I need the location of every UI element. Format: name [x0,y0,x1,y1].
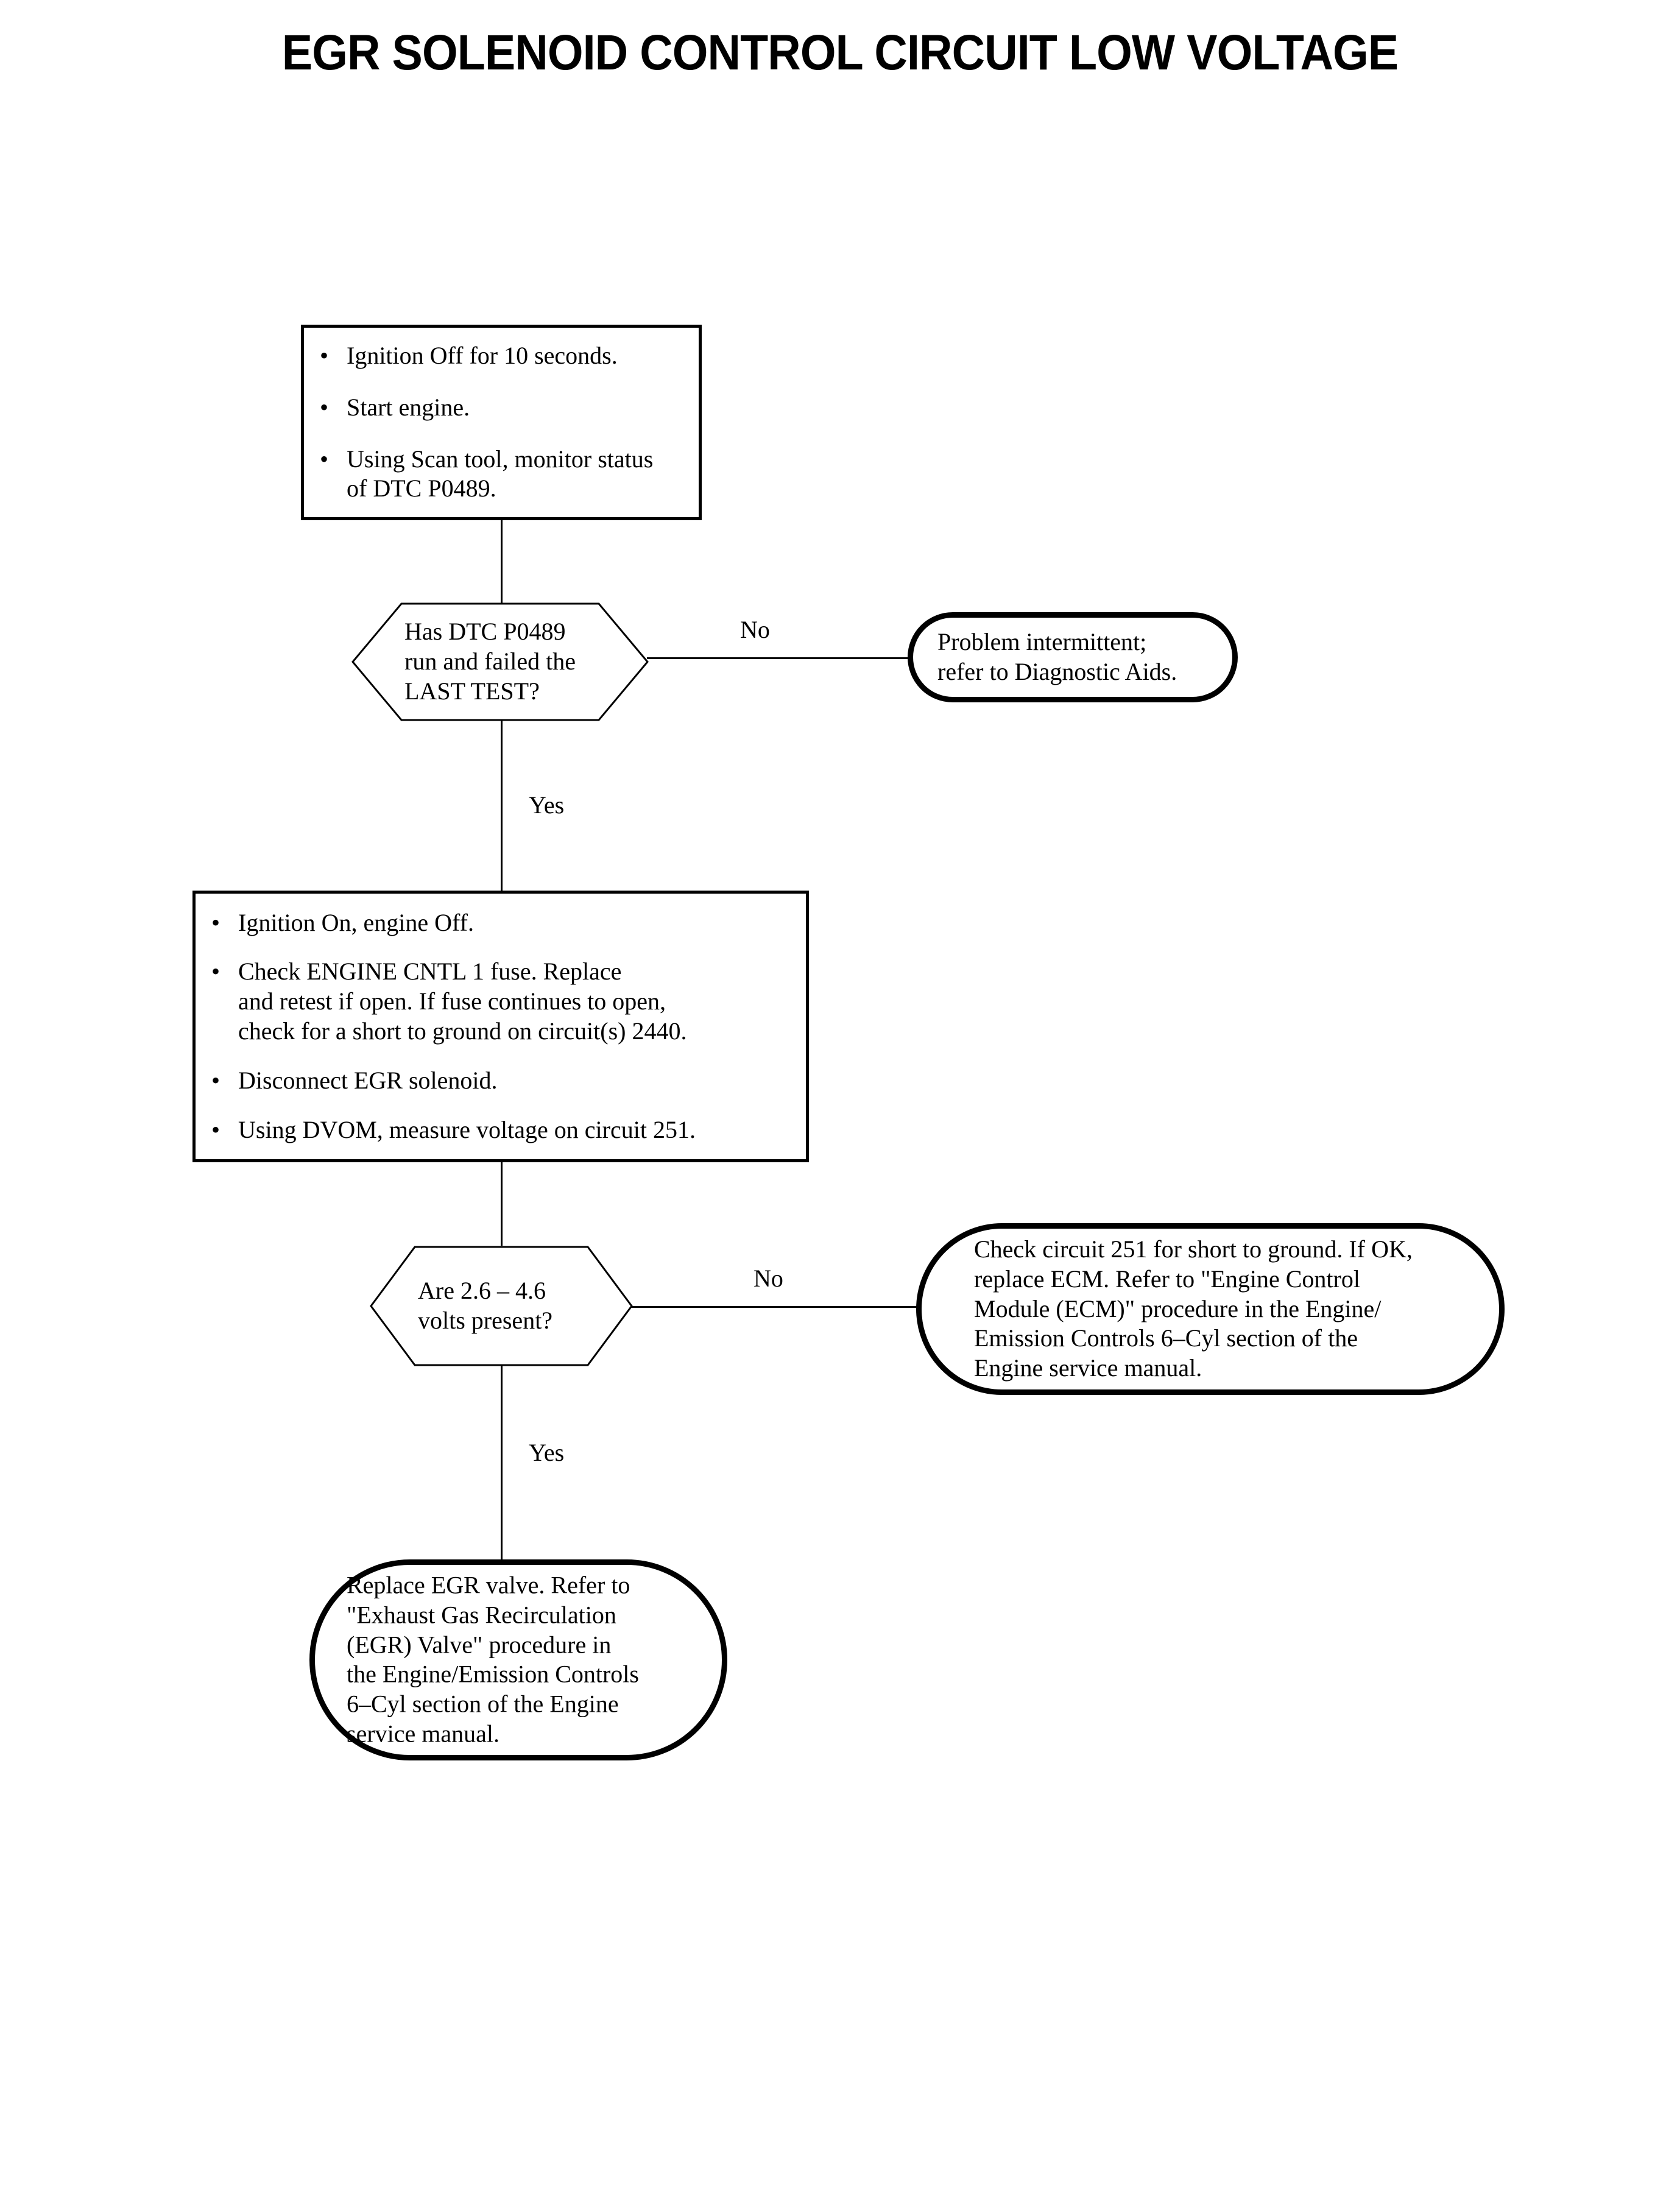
decision2-line: Are 2.6 – 4.6 [418,1277,546,1305]
terminal2-line: Module (ECM)" procedure in the Engine/ [974,1294,1382,1322]
bullet-item: • Disconnect EGR solenoid. [211,1066,792,1096]
decision1-line: run and failed the [404,648,576,676]
terminal2-line: Check circuit 251 for short to ground. I… [974,1235,1413,1263]
connector-step2-to-decision2 [501,1162,503,1246]
bullet-item: • Using DVOM, measure voltage on circuit… [211,1115,792,1145]
decision-hexagon-dtc-last-test: Has DTC P0489 run and failed the LAST TE… [351,602,649,721]
bullet-item: • Check ENGINE CNTL 1 fuse. Replace and … [211,957,792,1046]
process-box-step2: • Ignition On, engine Off. • Check ENGIN… [192,891,809,1162]
bullet-item: • Start engine. [320,393,685,423]
terminal3-line: (EGR) Valve" procedure in [347,1631,612,1659]
decision2-line: volts present? [418,1307,553,1334]
bullet-dot-icon: • [211,908,221,936]
connector-decision1-no [647,657,911,659]
bullet-label: Ignition Off for 10 seconds. [347,341,618,369]
bullet-label: Using DVOM, measure voltage on circuit 2… [238,1115,696,1143]
bullet-label: Ignition On, engine Off. [238,908,474,936]
terminal3-line: the Engine/Emission Controls [347,1661,639,1688]
bullet-label: Check ENGINE CNTL 1 fuse. Replace and re… [238,958,687,1045]
terminal3-line: "Exhaust Gas Recirculation [347,1601,616,1629]
terminal-replace-egr-valve: Replace EGR valve. Refer to "Exhaust Gas… [309,1559,727,1760]
bullet-item: • Ignition Off for 10 seconds. [320,341,685,371]
page-title: EGR SOLENOID CONTROL CIRCUIT LOW VOLTAGE [281,25,1399,80]
bullet-label: Using Scan tool, monitor status of DTC P… [347,445,654,503]
terminal2-line: replace ECM. Refer to "Engine Control [974,1265,1360,1293]
connector-decision1-yes [501,720,503,891]
process-box-step1: • Ignition Off for 10 seconds. • Start e… [301,325,702,520]
hexagon-outline [370,1246,633,1366]
bullet-dot-icon: • [211,958,221,986]
edge-label-decision2-yes: Yes [529,1439,565,1466]
decision1-line: LAST TEST? [404,677,540,705]
terminal3-line: Replace EGR valve. Refer to [347,1571,630,1599]
bullet-item: • Using Scan tool, monitor status of DTC… [320,445,685,504]
terminal3-line: service manual. [347,1720,499,1748]
edge-label-decision1-no: No [740,616,770,643]
terminal1-line: Problem intermittent; [937,628,1147,656]
terminal1-line: refer to Diagnostic Aids. [937,658,1177,685]
bullet-label: Disconnect EGR solenoid. [238,1066,498,1094]
bullet-item: • Ignition On, engine Off. [211,908,792,938]
bullet-dot-icon: • [320,341,329,369]
bullet-dot-icon: • [211,1115,221,1143]
terminal-check-circuit-251: Check circuit 251 for short to ground. I… [916,1223,1505,1395]
terminal2-line: Engine service manual. [974,1354,1202,1382]
terminal3-line: 6–Cyl section of the Engine [347,1690,619,1718]
edge-label-decision1-yes: Yes [529,791,565,819]
bullet-dot-icon: • [320,393,329,421]
bullet-label: Start engine. [347,393,470,421]
terminal-problem-intermittent: Problem intermittent; refer to Diagnosti… [908,612,1238,702]
edge-label-decision2-no: No [754,1265,783,1292]
decision1-line: Has DTC P0489 [404,618,566,646]
connector-decision2-no [631,1306,919,1308]
terminal2-line: Emission Controls 6–Cyl section of the [974,1324,1358,1352]
connector-decision2-yes [501,1366,503,1561]
hexagon-outline [351,602,649,721]
decision-hexagon-volts-present: Are 2.6 – 4.6 volts present? [370,1246,633,1366]
connector-step1-to-decision1 [501,520,503,604]
bullet-dot-icon: • [211,1066,221,1094]
bullet-dot-icon: • [320,445,329,473]
